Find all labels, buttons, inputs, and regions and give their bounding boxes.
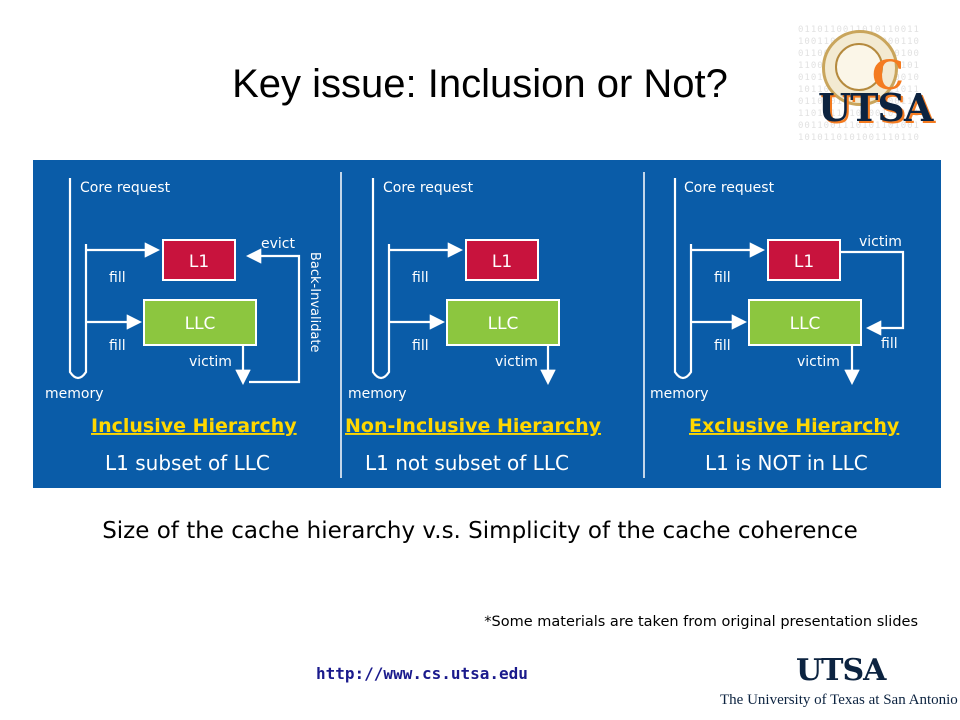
l1-box [465,239,539,281]
core-request-label: Core request [80,180,171,196]
source-note: *Some materials are taken from original … [484,614,918,630]
slide-caption: Size of the cache hierarchy v.s. Simplic… [102,518,858,544]
evict-label: evict [261,236,295,252]
llc-box [143,299,257,346]
victim-label: victim [495,354,538,370]
hierarchy-description-inclusive: L1 subset of LLC [105,451,270,475]
panel-exclusive: Core request memory fill fill L1 LLC vic… [650,178,905,475]
utsa-wordmark: UTSA [796,653,886,688]
logo-letter-c: C [872,52,904,99]
memory-label: memory [45,386,104,402]
l1-label: L1 [794,252,814,272]
panel-non-inclusive: Core request memory fill fill L1 LLC vic… [345,178,602,475]
hierarchy-description-non-inclusive: L1 not subset of LLC [365,451,569,475]
website-url[interactable]: http://www.cs.utsa.edu [316,664,528,683]
fill-l1-label: fill [714,270,731,286]
utsa-cs-logo: 0110110011010110011 1001101001011000110 … [798,24,956,152]
llc-label: LLC [488,314,519,334]
victim-label: victim [189,354,232,370]
victim-l1-label: victim [859,234,902,250]
core-request-label: Core request [383,180,474,196]
fill-from-l1-label: fill [881,336,898,352]
panel-inclusive: Core request memory fill fill L1 LLC evi… [45,178,322,475]
l1-label: L1 [189,252,209,272]
logo-letters-utsa: UTSA [818,85,933,130]
llc-label: LLC [185,314,216,334]
cache-hierarchy-diagram: Core request memory fill fill L1 LLC evi… [33,160,941,488]
university-name: The University of Texas at San Antonio [720,692,958,708]
memory-label: memory [348,386,407,402]
hierarchy-description-exclusive: L1 is NOT in LLC [705,451,868,475]
llc-box [446,299,560,346]
hierarchy-title-non-inclusive: Non-Inclusive Hierarchy [345,415,602,437]
fill-l1-label: fill [109,270,126,286]
fill-llc-label: fill [412,338,429,354]
back-invalidate-label: Back-Invalidate [307,252,322,353]
hierarchy-title-inclusive: Inclusive Hierarchy [91,415,297,437]
llc-label: LLC [790,314,821,334]
hierarchy-title-exclusive: Exclusive Hierarchy [689,415,900,437]
core-request-label: Core request [684,180,775,196]
university-seal-icon [822,30,898,106]
fill-l1-label: fill [412,270,429,286]
memory-label: memory [650,386,709,402]
llc-box [748,299,862,346]
l1-label: L1 [492,252,512,272]
l1-box [767,239,841,281]
slide-title: Key issue: Inclusion or Not? [232,62,728,106]
fill-llc-label: fill [714,338,731,354]
utsa-footer-logo: UTSA The University of Texas at San Anto… [718,654,958,716]
victim-label: victim [797,354,840,370]
fill-llc-label: fill [109,338,126,354]
l1-box [162,239,236,281]
